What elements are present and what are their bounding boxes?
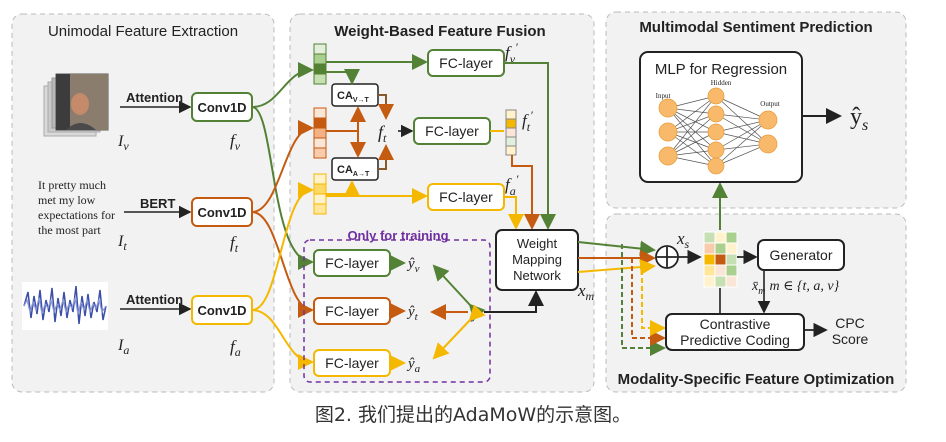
audio-waveform-image [22,282,108,330]
fc-train-t-label: FC-layer [325,303,379,319]
arrow-fa-prime-to-wmn [504,196,524,230]
feature-vector-v [313,43,327,85]
prediction-panel-title: Multimodal Sentiment Prediction [639,19,872,36]
arrow-ca-vt-to-ft [378,94,394,120]
dashed-yellow-to-cpc [641,270,666,336]
arrow-ca-at-to-ft [378,144,394,170]
wmn-line2: Mapping [512,252,562,267]
attention-a-label: Attention [126,292,183,307]
conv1d-t-label: Conv1D [197,205,246,220]
y-hat-v-label: ŷv [406,256,420,275]
f-t-hat-label: ft [378,122,387,145]
diagram-canvas: Unimodal Feature Extraction Weight-Based… [11,11,907,393]
generator-box [757,239,845,271]
arrow-fa-to-vector [251,182,314,311]
generator-label: Generator [769,247,832,263]
arrow-fv-prime-to-wmn [504,62,556,230]
i-a-label: Ia [117,337,129,357]
f-t-prime-label: ft′ [522,108,533,134]
feature-vector-a [313,173,327,215]
svg-text:expectations for: expectations for [38,208,115,222]
x-m-label: xm [577,281,595,303]
arrow-y-yv [432,264,486,321]
text-input-sample: It pretty much met my low expectations f… [38,178,115,237]
cpc-box [665,313,805,351]
arrow-wmn-yellow-out [577,259,656,276]
ca-a-to-t-label: CAA→T [337,164,370,178]
video-frames-image [43,73,109,137]
arrow-fv-to-vector [251,62,314,108]
fc-train-a-label: FC-layer [325,355,379,371]
optimization-panel-title: Modality-Specific Feature Optimization [618,371,895,388]
arrow-ft-prime-to-wmn [511,155,540,230]
y-label: y [470,303,480,322]
conv1d-a-label: Conv1D [197,303,246,318]
arrow-y-to-wmn [484,290,544,313]
arrow-y-ya [432,304,486,360]
ca-v-to-t-label: CAV→T [337,90,370,104]
arrow-fa-to-fc-train [251,309,314,370]
f-v-label: fv [230,131,241,153]
mlp-network-icon [658,87,778,175]
feature-vector-t [313,107,327,159]
training-only-box [303,239,491,383]
attention-v-label: Attention [126,90,183,105]
figure-caption: 图2. 我们提出的AdaMoW的示意图。 [314,404,632,426]
x-s-label: xs [676,229,690,251]
arrow-ft-to-fc-train [251,211,314,318]
bert-label: BERT [140,196,175,211]
mlp-output-label: Output [760,100,780,108]
weight-mapping-network-box [495,229,579,291]
fc-layer-v-label: FC-layer [439,55,493,71]
svg-text:It pretty much: It pretty much [38,178,106,192]
y-s-hat-label: ŷs [850,104,868,134]
y-hat-t-label: ŷt [406,304,419,323]
dashed-green-to-cpc [621,244,666,356]
f-t-label: ft [230,233,239,255]
optimization-panel [605,213,907,393]
cpc-line1: Contrastive [700,316,771,332]
f-a-prime-label: fa′ [505,172,519,198]
cpc-line2: Predictive Coding [680,332,790,348]
svg-text:the most part: the most part [38,223,101,237]
arrow-wmn-green-out [577,240,656,257]
conv1d-v-label: Conv1D [197,100,246,115]
mlp-hidden-label: Hidden [711,79,732,87]
fc-layer-a-label: FC-layer [439,189,493,205]
y-hat-a-label: ŷa [406,356,421,375]
training-only-label: Only for training [347,228,448,243]
feature-vector-t-prime [505,109,517,156]
cpc-score-line2: Score [832,331,869,347]
svg-text:met my low: met my low [38,193,96,207]
cpc-score-line1: CPC [835,315,865,331]
dashed-orange-to-cpc [631,258,666,346]
arrow-fv-to-fc-train [251,106,314,270]
arrow-ft-to-vector [251,120,314,213]
i-t-label: It [117,233,127,253]
mlp-input-label: Input [656,92,671,100]
fusion-panel-title: Weight-Based Feature Fusion [334,23,545,40]
i-v-label: Iv [117,133,129,153]
fc-train-v-label: FC-layer [325,255,379,271]
wmn-line3: Network [513,268,561,283]
mlp-title: MLP for Regression [655,61,787,78]
unimodal-panel-title: Unimodal Feature Extraction [48,23,238,40]
wmn-line1: Weight [517,236,558,251]
fused-feature-grid [703,231,738,288]
f-a-label: fa [230,337,241,359]
f-v-prime-label: fv′ [505,40,518,66]
fc-layer-t-label: FC-layer [425,123,479,139]
